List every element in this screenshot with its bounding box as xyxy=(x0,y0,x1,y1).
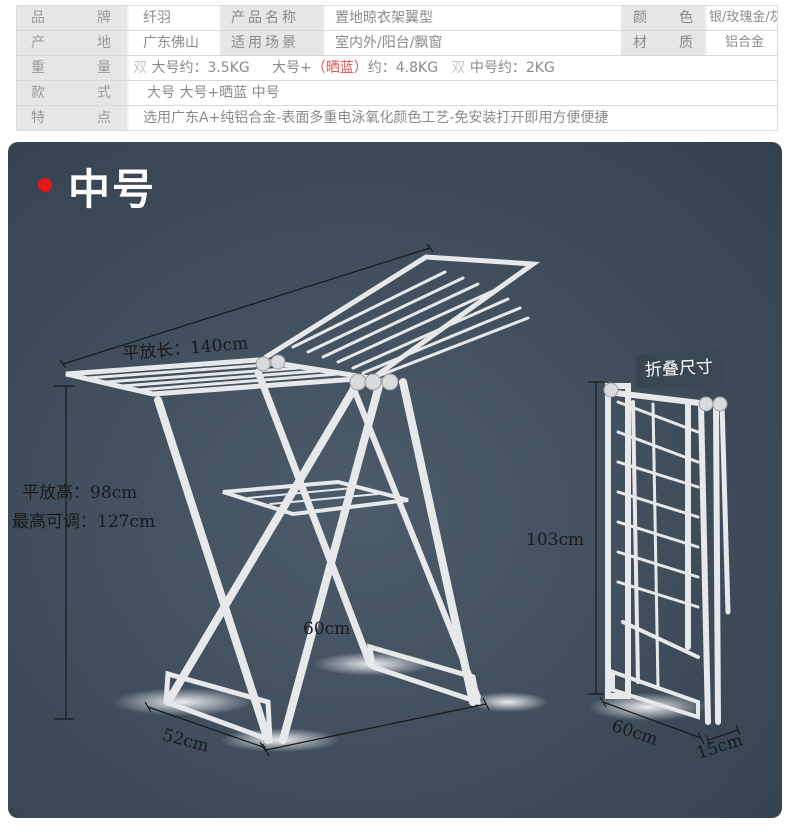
scene-label: 适用场景 xyxy=(221,31,323,55)
folded-size-tag: 折叠尺寸 xyxy=(635,349,723,389)
weight-label: 重量 xyxy=(31,60,113,76)
color-label: 颜色 xyxy=(633,10,693,26)
drying-rack-illustration xyxy=(54,243,741,757)
style-value: 大号 大号+晒蓝 中号 xyxy=(129,81,777,105)
scene-value: 室内外/阳台/飘窗 xyxy=(325,31,621,55)
spec-row-brand: 品牌 纤羽 产品名称 置地晾衣架翼型 颜色 银/玫瑰金/灰 xyxy=(17,6,777,31)
origin-label: 产地 xyxy=(31,35,113,51)
material-value: 铝合金 xyxy=(707,31,777,55)
spec-row-weight: 重量 双 大号约：3.5KG 大号+（晒蓝）约：4.8KG 双 中号约：2KG xyxy=(17,56,777,81)
dimension-lines xyxy=(54,243,741,757)
material-label: 材质 xyxy=(633,35,693,51)
feature-label: 特点 xyxy=(31,110,113,126)
red-dot-icon xyxy=(38,178,52,192)
color-value: 银/玫瑰金/灰 xyxy=(707,6,777,30)
folded-rack xyxy=(605,383,731,725)
product-name-label: 产品名称 xyxy=(221,6,323,30)
spec-row-origin: 产地 广东佛山 适用场景 室内外/阳台/飘窗 材质 铝合金 xyxy=(17,31,777,56)
spec-row-style: 款式 大号 大号+晒蓝 中号 xyxy=(17,81,777,106)
product-name-value: 置地晾衣架翼型 xyxy=(325,6,621,30)
spec-table: 品牌 纤羽 产品名称 置地晾衣架翼型 颜色 银/玫瑰金/灰 产地 广东佛山 适用… xyxy=(16,5,778,131)
product-panel: 中号 xyxy=(8,142,782,818)
depth-60-dimension: 60cm xyxy=(303,619,351,639)
weight-value: 双 大号约：3.5KG 大号+（晒蓝）约：4.8KG 双 中号约：2KG xyxy=(129,56,777,80)
style-label: 款式 xyxy=(31,85,113,101)
brand-value: 纤羽 xyxy=(129,6,219,30)
brand-label: 品牌 xyxy=(31,10,113,26)
max-height-dimension: 最高可调：127cm xyxy=(12,512,156,532)
spec-row-feature: 特点 选用广东A+纯铝合金-表面多重电泳氧化颜色工艺-免安装打开即用方便便捷 xyxy=(17,106,777,131)
size-title: 中号 xyxy=(68,165,157,214)
flat-height-dimension: 平放高：98cm xyxy=(22,483,138,503)
origin-value: 广东佛山 xyxy=(129,31,219,55)
unfolded-rack xyxy=(65,254,541,744)
folded-height-dimension: 103cm xyxy=(526,530,585,550)
feature-value: 选用广东A+纯铝合金-表面多重电泳氧化颜色工艺-免安装打开即用方便便捷 xyxy=(129,106,777,130)
